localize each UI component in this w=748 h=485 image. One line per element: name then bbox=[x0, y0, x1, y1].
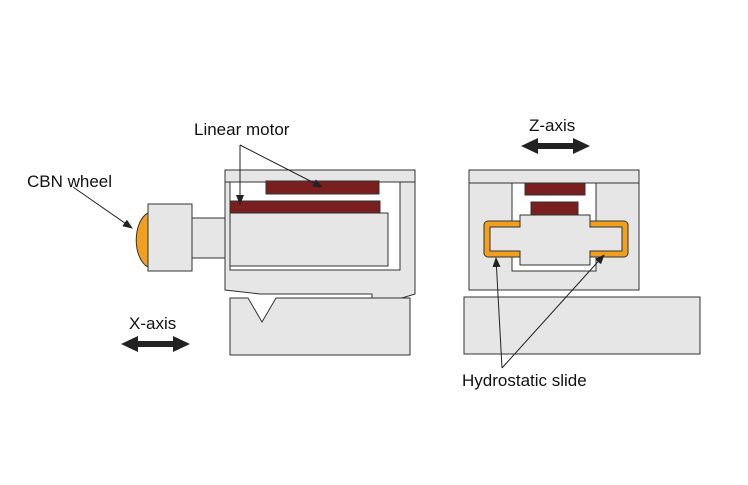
x-axis-arrow bbox=[121, 336, 190, 352]
cbn-wheel-label: CBN wheel bbox=[27, 172, 113, 191]
cbn-wheel-leader bbox=[72, 186, 133, 229]
wheel-head bbox=[147, 203, 193, 272]
z-motor-mover bbox=[530, 201, 579, 216]
linear-motor-stator bbox=[265, 180, 380, 195]
x-slide-block bbox=[229, 212, 389, 267]
z-axis-label: Z-axis bbox=[529, 116, 576, 135]
hydrostatic-leader-1 bbox=[492, 257, 503, 369]
linear-motor-label: Linear motor bbox=[194, 120, 290, 139]
linear-motor-mover bbox=[229, 200, 381, 214]
x-axis-label: X-axis bbox=[129, 314, 177, 333]
z-motor-stator bbox=[524, 182, 586, 196]
hydrostatic-slide-label: Hydrostatic slide bbox=[462, 371, 587, 390]
z-axis-arrow bbox=[521, 138, 590, 154]
cbn-wheel bbox=[135, 212, 149, 268]
z-slide-block bbox=[489, 214, 623, 266]
x-base bbox=[229, 297, 411, 356]
z-base bbox=[463, 296, 701, 355]
linear-motor-leader-2 bbox=[239, 144, 323, 188]
hydrostatic-leader-2 bbox=[501, 254, 605, 369]
